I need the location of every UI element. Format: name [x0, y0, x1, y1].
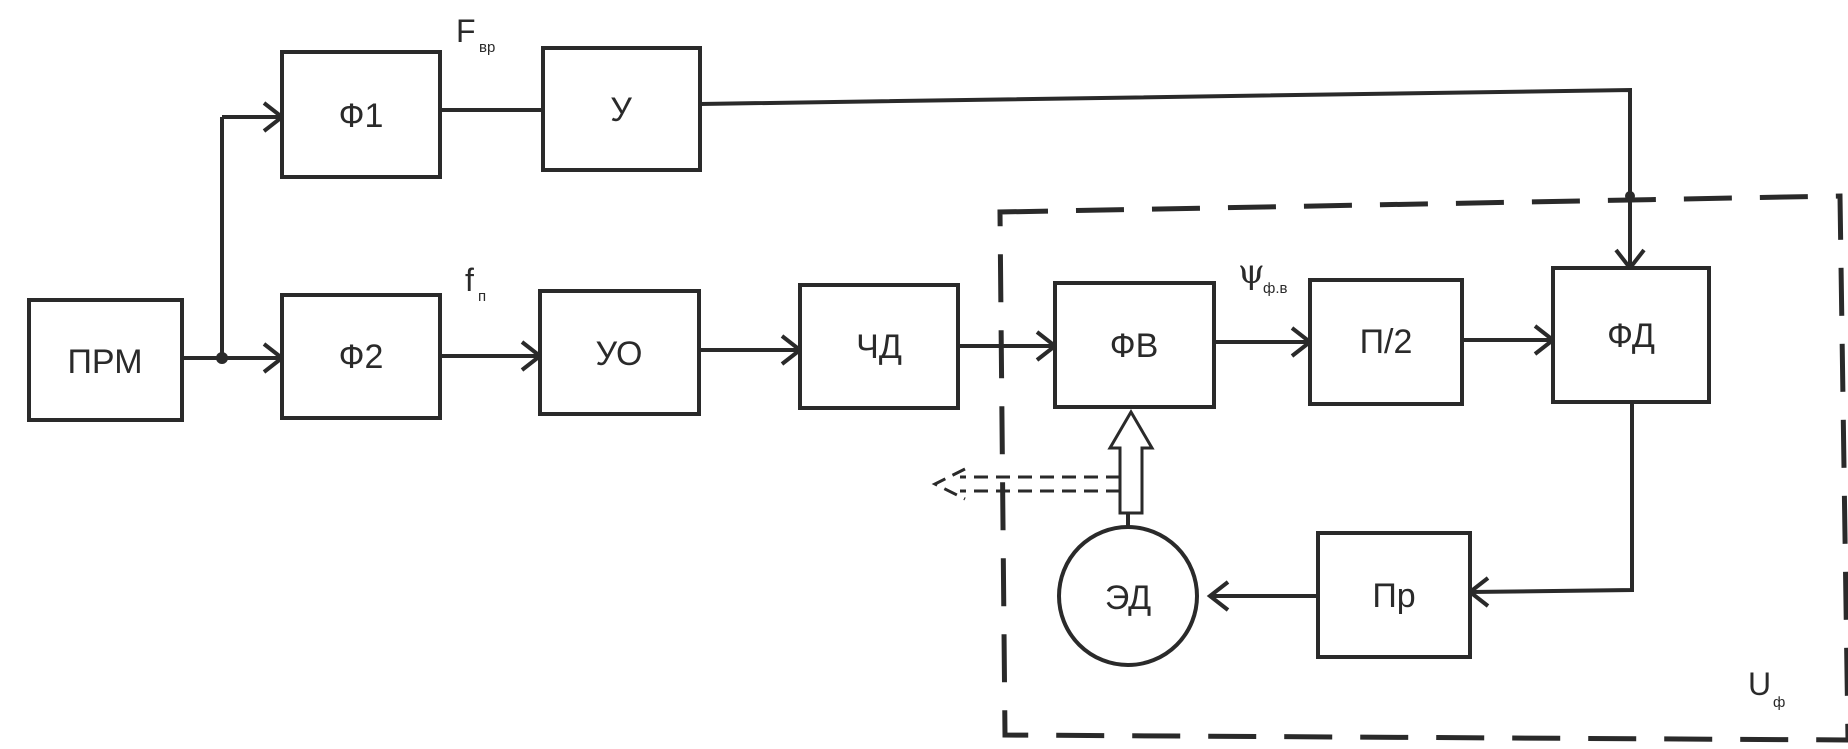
- signal-sub: вр: [479, 39, 495, 56]
- junction-dot: [216, 352, 228, 364]
- block-ed-motor: ЭД: [1057, 525, 1199, 667]
- dashed-output-arrow: [931, 467, 1120, 501]
- signal-label-psi-fv: ψ ф.в: [1238, 252, 1288, 297]
- junction-dot: [1625, 191, 1635, 201]
- signal-label-f-p: f п: [465, 262, 486, 305]
- signal-sub: ф.в: [1263, 280, 1288, 297]
- block-label: Пр: [1372, 577, 1415, 615]
- signal-sub: п: [478, 288, 486, 305]
- signal-main: F: [456, 13, 476, 49]
- block-label: ЭД: [1105, 579, 1151, 617]
- signal-main: U: [1748, 666, 1771, 702]
- block-fd: ФД: [1551, 266, 1711, 404]
- mechanical-link-arrow: [1107, 409, 1155, 515]
- block-label: У: [610, 91, 632, 129]
- signal-main: ψ: [1238, 252, 1265, 292]
- connections: [182, 87, 1634, 598]
- block-label: ФВ: [1110, 327, 1159, 365]
- signal-sub: ф: [1773, 694, 1785, 711]
- block-fv: ФВ: [1053, 281, 1216, 409]
- block-label: ЧД: [856, 328, 902, 366]
- block-chd: ЧД: [798, 283, 960, 410]
- block-label: ПРМ: [67, 343, 142, 381]
- signal-main: f: [465, 262, 474, 298]
- block-label: УО: [596, 335, 643, 373]
- block-label: Ф1: [339, 97, 384, 135]
- block-pr: Пр: [1316, 531, 1472, 659]
- block-label: Ф2: [339, 338, 384, 376]
- block-label: П/2: [1360, 323, 1413, 361]
- phase-shifter-enclosure: [997, 193, 1848, 743]
- signal-label-u-f: U ф: [1748, 666, 1785, 711]
- block-prm: ПРМ: [27, 298, 184, 422]
- block-label: ФД: [1607, 317, 1655, 355]
- block-u: У: [541, 46, 702, 172]
- block-p2: П/2: [1308, 278, 1464, 406]
- signal-label-f-vr: F вр: [456, 13, 495, 56]
- block-f2: Ф2: [280, 293, 442, 420]
- block-uo: УО: [538, 289, 701, 416]
- block-f1: Ф1: [280, 50, 442, 179]
